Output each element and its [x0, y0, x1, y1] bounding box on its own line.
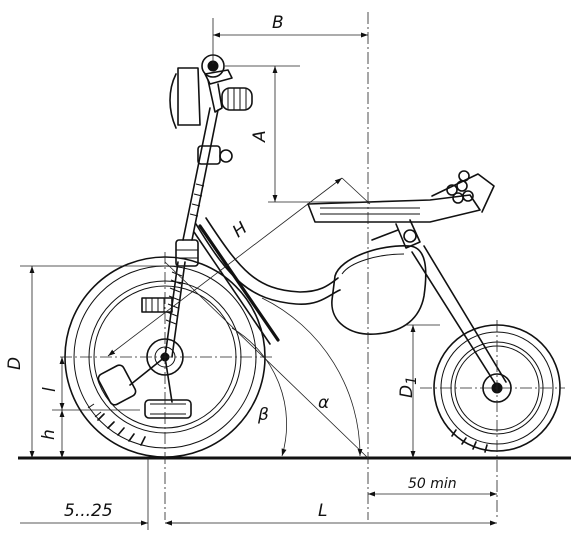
seat-post [371, 219, 421, 249]
label-beta: β [257, 405, 269, 425]
label-a: A [250, 130, 270, 143]
rear-body [331, 245, 427, 335]
dimension-l-small: l [40, 357, 140, 411]
label-h: H [229, 218, 251, 242]
saddle [307, 170, 495, 223]
dimension-a: A [225, 65, 370, 203]
label-l-small: l [40, 387, 60, 392]
dimension-l-big: L [165, 501, 497, 526]
label-5-25: 5...25 [64, 501, 113, 521]
label-h-small: h [39, 429, 59, 440]
label-d: D [5, 357, 25, 370]
dimension-d: D [5, 265, 185, 458]
dimension-50min: 50 min [368, 476, 497, 497]
handlebar-assembly [169, 54, 253, 129]
label-50min: 50 min [408, 476, 457, 492]
label-alpha: α [318, 393, 329, 413]
dimension-5-25: 5...25 [20, 458, 190, 530]
dimension-d1: D1 [397, 324, 440, 458]
label-l-big: L [318, 501, 327, 521]
dimension-b: B [212, 13, 368, 64]
front-pedals [97, 356, 192, 419]
angle-beta: β [231, 327, 287, 457]
rear-stays [411, 245, 507, 389]
front-tire-tread [87, 403, 146, 446]
label-b: B [272, 13, 284, 33]
dimension-h: H [107, 177, 371, 357]
label-d1: D1 [397, 376, 420, 398]
dimension-h-small: h [39, 410, 65, 458]
